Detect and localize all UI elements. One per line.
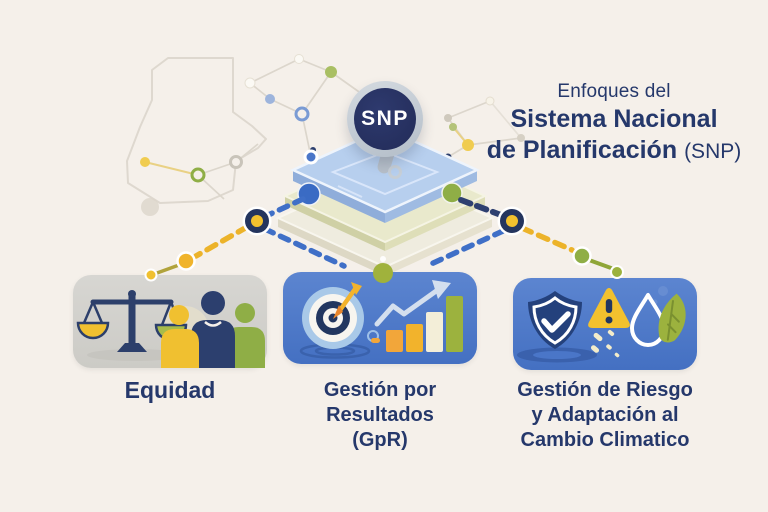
connector-olive-right [587,258,613,270]
label-line: Gestión de Riesgo [517,379,693,401]
title-line-3-suffix: (SNP) [684,139,742,163]
label-line: Gestión por Resultados [323,379,437,426]
gpr-illustration [299,280,463,359]
snp-badge: SNP [347,81,423,157]
ground-shadow [87,349,183,361]
network-nodes [140,54,525,216]
title-line-3-bold: de Planificación [486,135,678,164]
card-label-equidad: Equidad [73,377,267,404]
connector-yellow-right [519,225,575,253]
label-line: (GpR) [352,429,408,451]
warning-triangle-icon [588,288,630,328]
equidad-illustration [76,290,265,368]
card-riesgo [513,278,697,370]
connector-ring-node-left [242,206,272,236]
riesgo-illustration [517,286,686,363]
shield-checkmark-icon [528,291,582,349]
connector-blue-left-up [263,196,306,219]
card-label-gpr: Gestión por Resultados (GpR) [275,378,485,453]
water-drop-leaf-icon [630,293,686,347]
falling-dashes [590,330,620,358]
target-with-arrow-icon [302,282,364,349]
title-line-2: Sistema Nacional [510,105,718,134]
platform-edge-nodes [297,149,463,206]
connector-blue-left-down [262,226,347,269]
network-graph [144,58,522,200]
page-title: Enfoques del Sistema Nacional de Planifi… [486,80,742,165]
connector-ring-node-right [497,206,527,236]
connector-olive-left [155,263,181,275]
label-line: y Adaptación al [531,404,679,426]
rising-bar-chart-icon [371,296,463,352]
title-line-1: Enfoques del [557,81,671,102]
card-label-riesgo: Gestión de Riesgo y Adaptación al Cambio… [505,378,705,453]
connector-blue-right-down [428,228,506,267]
guatemala-map-outline [126,57,267,204]
title-line-3: de Planificación (SNP) [486,135,742,166]
connector-navy-right [458,197,504,218]
snp-badge-circle: SNP [354,88,416,150]
card-gpr [283,272,477,364]
card-equidad [73,275,267,368]
connector-yellow-left [193,224,250,259]
label-line: Equidad [124,377,216,403]
label-line: Cambio Climatico [520,429,690,451]
people-group-icon [161,291,265,368]
snp-badge-label: SNP [361,107,409,130]
trend-arrow-icon [374,280,451,327]
